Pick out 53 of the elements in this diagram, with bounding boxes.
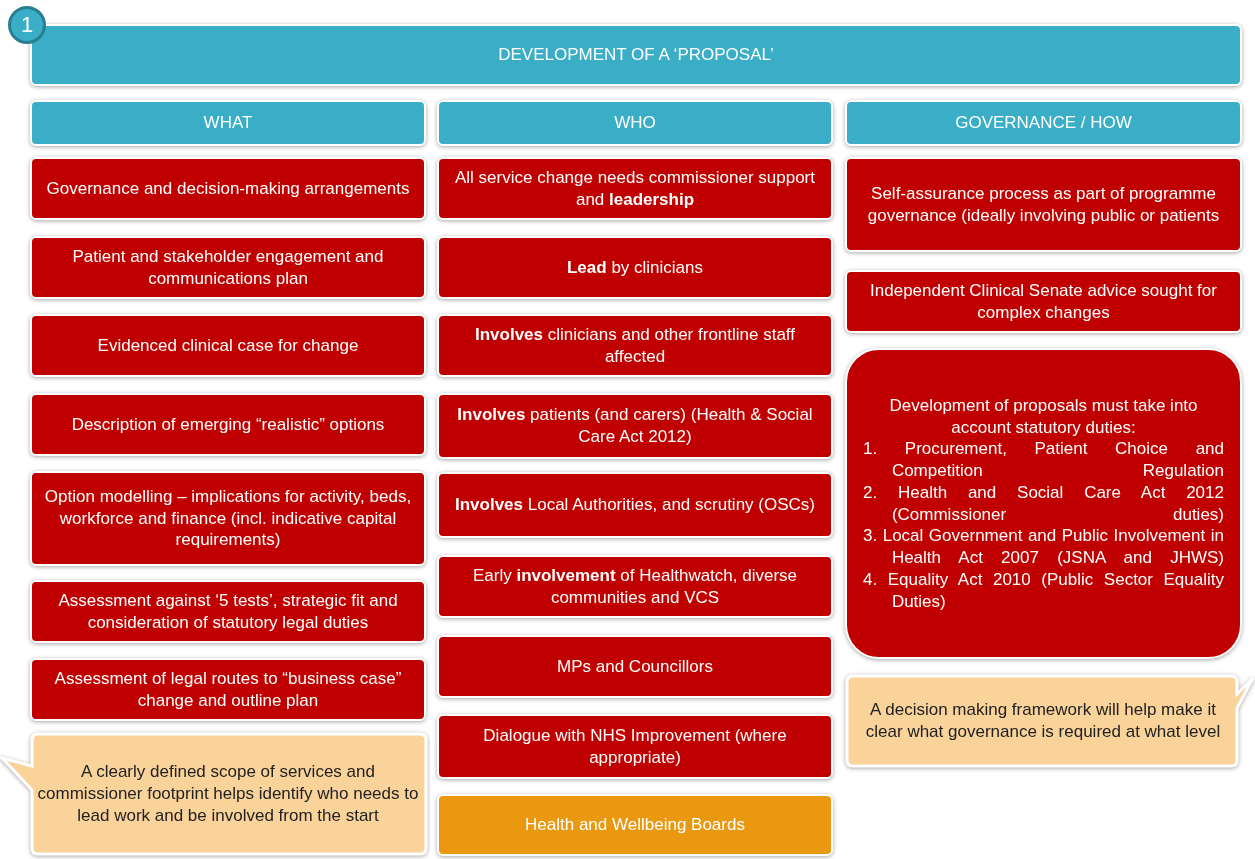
- process-box: [30, 393, 426, 456]
- process-box: [437, 714, 833, 779]
- box-text: Involves clinicians and other frontline staff affected: [473, 323, 796, 368]
- column-header: [30, 100, 426, 146]
- process-box: [437, 314, 833, 377]
- list-item: 4. Equality Act 2010 (Public Sector Equality Duties): [863, 568, 1224, 613]
- box-text: DEVELOPMENT OF A ‘PROPOSAL’: [498, 44, 774, 66]
- box-text: A decision making framework will help make it clear what governance is required at what level: [864, 699, 1222, 743]
- process-box: [437, 555, 833, 618]
- box-text: A clearly defined scope of services and commissioner footprint helps identify who needs to lead work and be involved from the start: [36, 761, 420, 827]
- process-box: [437, 157, 833, 220]
- list-item: 1. Procurement, Patient Choice and Competition Regulation: [863, 438, 1224, 482]
- column-header: [437, 100, 833, 146]
- process-box: [30, 658, 426, 721]
- process-box: [30, 580, 426, 643]
- step-number: 1: [20, 10, 34, 39]
- header-text: WHO: [614, 112, 656, 134]
- box-text: Description of emerging “realistic” options: [71, 413, 385, 436]
- process-box: [30, 236, 426, 299]
- box-text: Health and Wellbeing Boards: [525, 814, 745, 836]
- box-text: Development of proposals must take into account statutory duties:: [888, 394, 1199, 439]
- box-text: Assessment of legal routes to “business case” change and outline plan: [53, 667, 403, 712]
- box-text: Governance and decision-making arrangements: [46, 177, 410, 200]
- process-box: [437, 236, 833, 299]
- process-box: [845, 157, 1242, 252]
- box-text: Option modelling – implications for activity, beds, workforce and finance (incl. indicative capital requirements): [43, 485, 413, 552]
- box-text: Lead by clinicians: [566, 256, 704, 279]
- process-box: [437, 472, 833, 538]
- box-text: Self-assurance process as part of programme governance (ideally involving public or patients: [866, 182, 1221, 227]
- process-box: [30, 471, 426, 566]
- list-item: 3. Local Government and Public Involvement in Health Act 2007 (JSNA and JHWS): [863, 525, 1224, 569]
- header-text: WHAT: [203, 112, 253, 134]
- number-badge: [8, 6, 46, 44]
- box-text: Early involvement of Healthwatch, diverse communities and VCS: [471, 564, 799, 609]
- header-text: GOVERNANCE / HOW: [955, 112, 1132, 134]
- box-text: Involves Local Authorities, and scrutiny (OSCs): [455, 494, 815, 516]
- box-text: Assessment against ‘5 tests’, strategic fit and consideration of statutory legal duties: [57, 589, 399, 634]
- process-box: [437, 393, 833, 459]
- box-text: Patient and stakeholder engagement and communications plan: [71, 245, 385, 290]
- box-text: All service change needs commissioner support and leadership: [454, 166, 816, 211]
- column-header: [845, 100, 1242, 146]
- box-text: MPs and Councillors: [557, 655, 713, 678]
- process-box: [437, 794, 833, 856]
- box-text: Involves patients (and carers) (Health & Social Care Act 2012): [456, 404, 814, 448]
- box-text: Evidenced clinical case for change: [97, 334, 359, 357]
- process-box: [437, 635, 833, 698]
- rounded-box: [845, 348, 1242, 659]
- process-box: [845, 270, 1242, 333]
- box-text: Dialogue with NHS Improvement (where appropriate): [482, 724, 788, 769]
- list-item: 2. Health and Social Care Act 2012 (Commissioner duties): [863, 481, 1224, 526]
- box-text: Independent Clinical Senate advice sought for complex changes: [869, 279, 1218, 324]
- process-box: [30, 157, 426, 220]
- process-box: [30, 314, 426, 377]
